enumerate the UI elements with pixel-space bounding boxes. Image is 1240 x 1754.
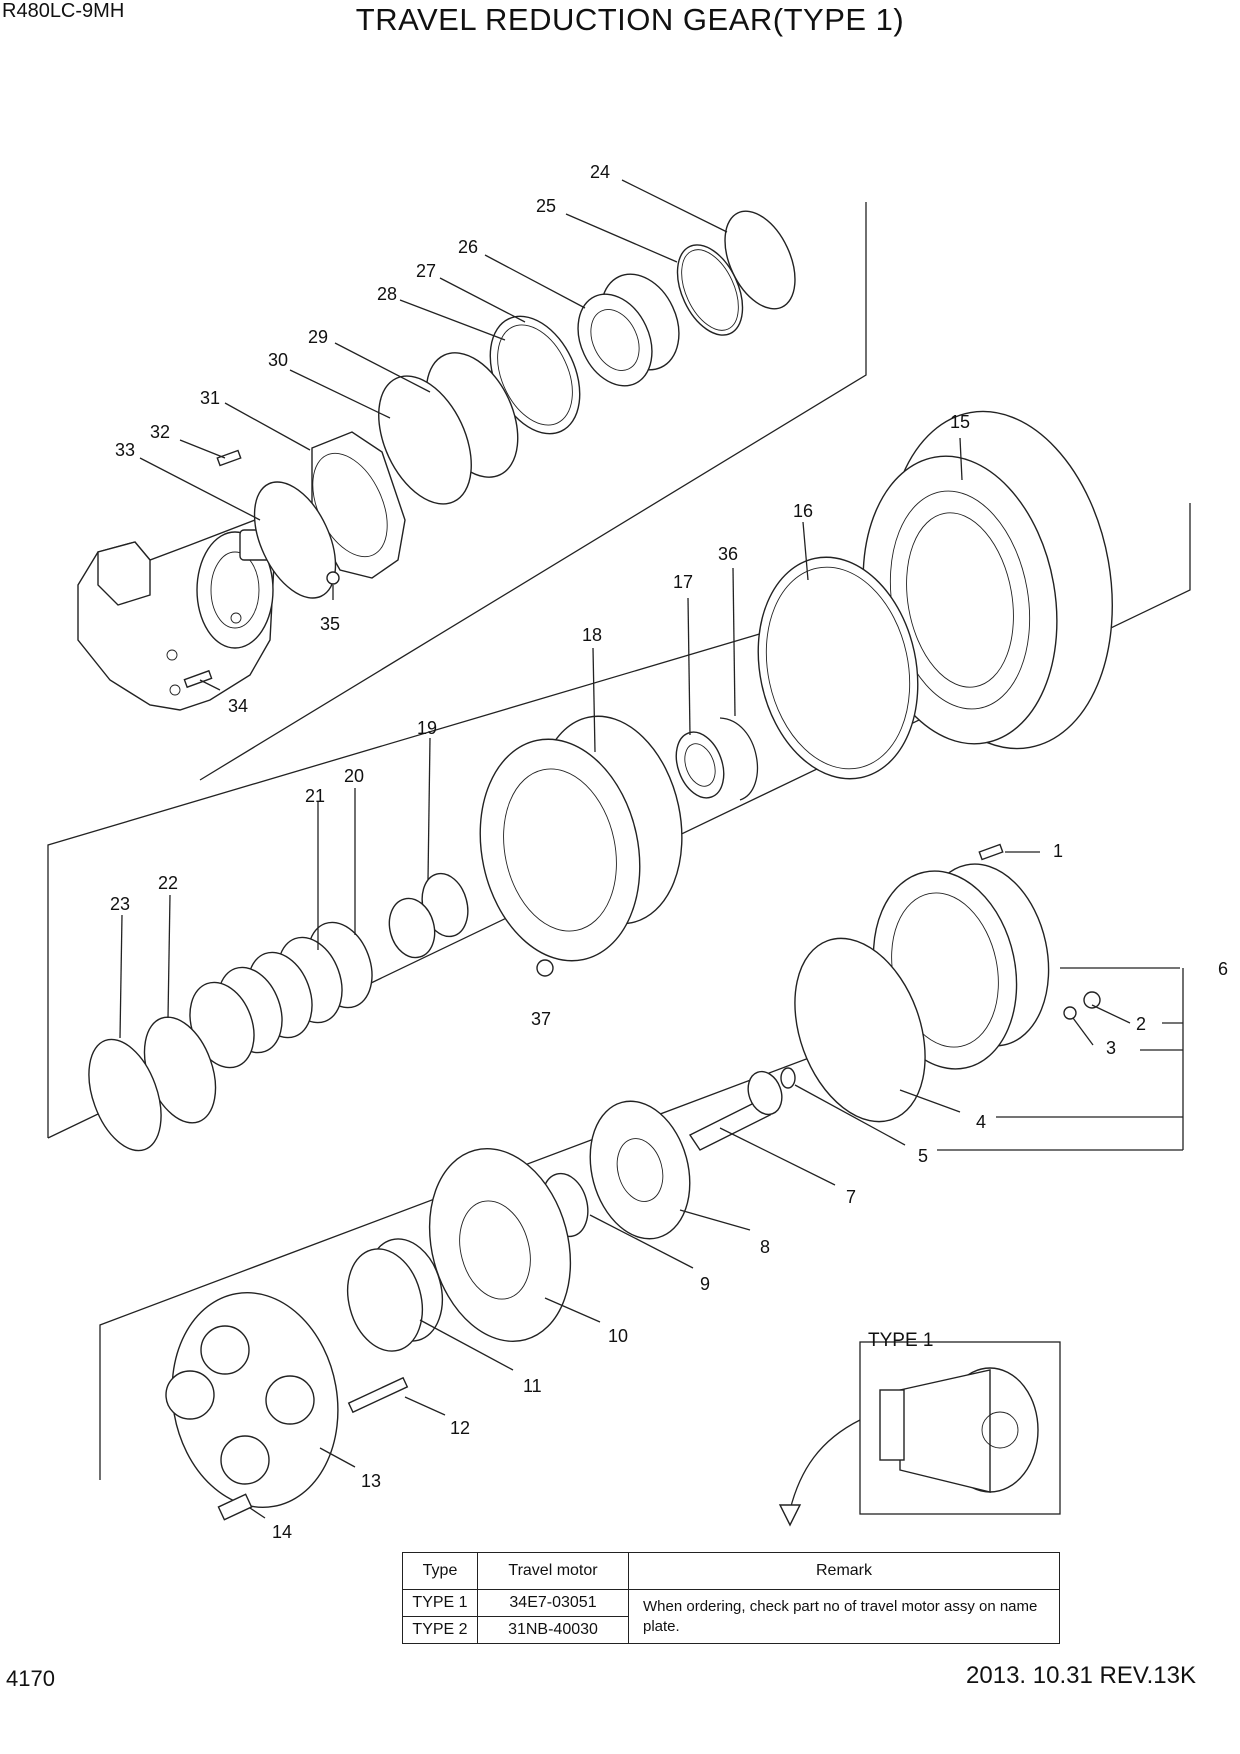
group-outline-middle	[47, 503, 1191, 1139]
callout-2: 2	[1136, 1014, 1146, 1034]
oring-4	[794, 937, 926, 1123]
snap-ring-36	[719, 717, 759, 801]
callout-32: 32	[150, 422, 170, 442]
gear-11	[347, 1238, 443, 1352]
shaft-19	[388, 872, 469, 959]
header-remark: Remark	[628, 1552, 1060, 1590]
callout-17: 17	[673, 572, 693, 592]
seal-16	[757, 556, 919, 780]
cell-type: TYPE 2	[402, 1616, 478, 1644]
plug-2	[1083, 991, 1101, 1009]
page-title: TRAVEL REDUCTION GEAR(TYPE 1)	[355, 2, 905, 37]
callout-18: 18	[582, 625, 602, 645]
header-type: Type	[402, 1552, 478, 1590]
travel-motor-table: Type Travel motor Remark TYPE 1 34E7-030…	[402, 1552, 1060, 1644]
table-row: TYPE 1 34E7-03051 When ordering, check p…	[402, 1589, 1060, 1644]
bolt-12	[347, 1376, 409, 1414]
cell-motor: 31NB-40030	[477, 1616, 629, 1644]
callout-6: 6	[1218, 959, 1228, 979]
callout-29: 29	[308, 327, 328, 347]
ring-25	[676, 244, 744, 336]
callout-28: 28	[377, 284, 397, 304]
callout-9: 9	[700, 1274, 710, 1294]
callout-7: 7	[846, 1187, 856, 1207]
callout-27: 27	[416, 261, 436, 281]
travel-motor-part	[77, 519, 276, 711]
shaft-7	[688, 1070, 783, 1151]
callout-33: 33	[115, 440, 135, 460]
callout-11: 11	[523, 1376, 542, 1396]
callout-labels: 1 2 3 4 5 6 7 8 9 10 11 12 13 14 15 16 1…	[110, 162, 1228, 1542]
callout-14: 14	[272, 1522, 292, 1542]
callout-4: 4	[976, 1112, 986, 1132]
inset-label: TYPE 1	[868, 1330, 934, 1351]
carrier-10	[428, 1148, 572, 1342]
bolt-32	[216, 449, 242, 467]
callout-8: 8	[760, 1237, 770, 1257]
carrier-13	[165, 1291, 339, 1509]
table-header-row: Type Travel motor Remark	[402, 1552, 1060, 1590]
model-number: R480LC-9MH	[2, 0, 125, 22]
callout-30: 30	[268, 350, 288, 370]
oring-37	[536, 959, 554, 977]
oring-23	[88, 1038, 162, 1152]
cell-motor: 34E7-03051	[477, 1589, 629, 1617]
header-travel-motor: Travel motor	[477, 1552, 629, 1590]
oring-35	[326, 571, 340, 585]
bolt-1	[978, 843, 1004, 861]
table-row: TYPE 2 31NB-40030	[402, 1616, 1060, 1644]
callout-25: 25	[536, 196, 556, 216]
oring-30	[378, 375, 472, 505]
oring-33	[253, 481, 337, 599]
coupling-26	[577, 273, 680, 387]
page-number: 4170	[6, 1666, 55, 1691]
callout-26: 26	[458, 237, 478, 257]
bolt-34	[183, 669, 213, 689]
callout-22: 22	[158, 873, 178, 893]
carrier-8	[589, 1100, 691, 1240]
callout-16: 16	[793, 501, 813, 521]
callout-10: 10	[608, 1326, 628, 1346]
callout-35: 35	[320, 614, 340, 634]
callout-12: 12	[450, 1418, 470, 1438]
revision-date: 2013. 10.31 REV.13K	[966, 1662, 1196, 1689]
washer-3	[1063, 1006, 1077, 1020]
leader-lines	[119, 179, 1184, 1527]
pin-14	[217, 1493, 253, 1521]
flange-31	[311, 431, 406, 579]
callout-36: 36	[718, 544, 738, 564]
type1-inset	[859, 1341, 1061, 1515]
ring-17	[675, 731, 725, 799]
group-outline-upper	[199, 202, 867, 781]
plates-20-21	[189, 921, 373, 1069]
callout-34: 34	[228, 696, 248, 716]
callout-21: 21	[305, 786, 325, 806]
callout-20: 20	[344, 766, 364, 786]
ring-5	[780, 1067, 796, 1089]
cell-remark: When ordering, check part no of travel m…	[628, 1589, 1060, 1644]
callout-24: 24	[590, 162, 610, 182]
callout-37: 37	[531, 1009, 551, 1029]
callout-23: 23	[110, 894, 130, 914]
callout-1: 1	[1053, 841, 1063, 861]
callout-19: 19	[417, 718, 437, 738]
callout-31: 31	[200, 388, 220, 408]
callout-13: 13	[361, 1471, 381, 1491]
callout-5: 5	[918, 1146, 928, 1166]
cell-type: TYPE 1	[402, 1589, 478, 1617]
callout-3: 3	[1106, 1038, 1116, 1058]
callout-15: 15	[950, 412, 970, 432]
hub-18	[479, 715, 683, 962]
